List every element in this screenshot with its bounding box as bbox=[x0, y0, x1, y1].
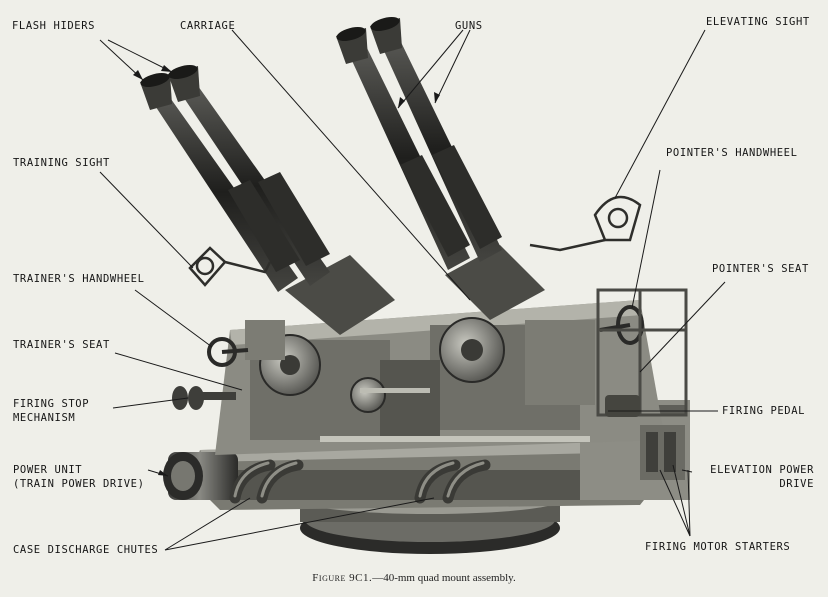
figure-caption: Figure 9C1.—40-mm quad mount assembly. bbox=[0, 572, 828, 584]
label-elevating-sight: ELEVATING SIGHT bbox=[706, 16, 810, 28]
right-gun-pair bbox=[336, 17, 502, 270]
firing-stop-mechanism bbox=[172, 386, 236, 410]
training-sight bbox=[188, 246, 272, 287]
label-pointers-handwheel: POINTER'S HANDWHEEL bbox=[666, 147, 798, 159]
label-power-unit: POWER UNIT (TRAIN POWER DRIVE) bbox=[13, 464, 145, 490]
left-gun-pair bbox=[140, 65, 330, 292]
label-firing-pedal: FIRING PEDAL bbox=[722, 405, 806, 417]
gun-cradles bbox=[285, 245, 545, 335]
trainers-handwheel bbox=[207, 337, 249, 367]
label-trainers-seat: TRAINER'S SEAT bbox=[13, 339, 110, 351]
label-firing-stop-mechanism: FIRING STOP MECHANISM bbox=[13, 398, 90, 424]
label-firing-motor-starters: FIRING MOTOR STARTERS bbox=[645, 541, 791, 553]
pointers-seat-frame bbox=[596, 288, 688, 417]
label-carriage: CARRIAGE bbox=[180, 20, 236, 32]
leader-lines bbox=[99, 29, 726, 551]
elevating-sight bbox=[529, 195, 642, 252]
carriage-body bbox=[215, 300, 665, 455]
label-flash-hiders: FLASH HIDERS bbox=[12, 20, 96, 32]
label-case-discharge-chutes: CASE DISCHARGE CHUTES bbox=[13, 544, 159, 556]
label-elevation-power-drive: ELEVATION POWER DRIVE bbox=[710, 464, 814, 490]
power-unit-motor bbox=[163, 452, 238, 500]
caption-text: —40-mm quad mount assembly. bbox=[372, 572, 516, 584]
label-pointers-seat: POINTER'S SEAT bbox=[712, 263, 809, 275]
leader-arrowheads bbox=[133, 65, 440, 476]
label-training-sight: TRAINING SIGHT bbox=[13, 157, 110, 169]
firing-pedal bbox=[605, 395, 640, 417]
label-trainers-handwheel: TRAINER'S HANDWHEEL bbox=[13, 273, 145, 285]
figure-number: Figure 9C1. bbox=[312, 572, 373, 584]
elevation-power-drive bbox=[640, 425, 685, 480]
label-guns: GUNS bbox=[455, 20, 483, 32]
